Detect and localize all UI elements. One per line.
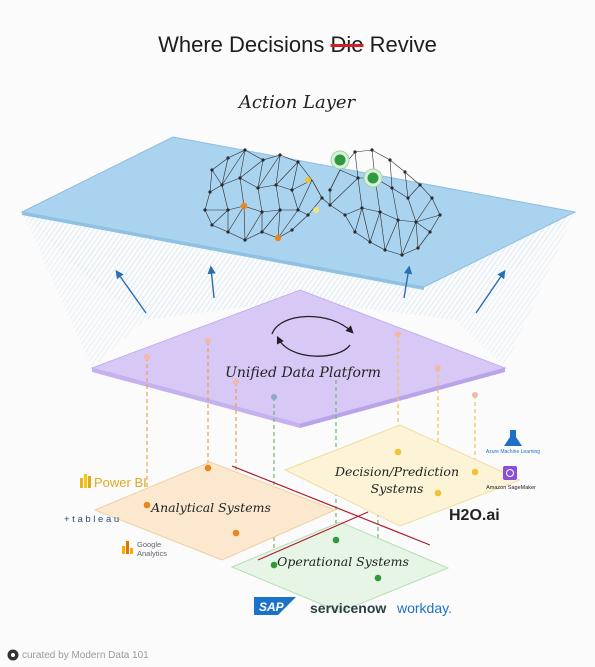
tableau-text: + t a b l e a u [64,514,119,525]
funnel-hatch-lower [22,212,145,368]
sagemaker-logo: Amazon SageMaker [486,466,536,491]
footer-credit: curated by Modern Data 101 [22,650,149,661]
analytical-systems-plane [93,461,337,561]
azure-ml-logo: Azure Machine Learning [486,430,540,455]
funnel-hatch-lower-right [455,212,575,368]
node-green-1 [334,154,346,166]
tableau-logo: + t a b l e a u [64,514,119,525]
connector-dots-top [144,331,478,400]
separator-line-2 [257,511,369,561]
arrow-up-2 [207,265,216,299]
node-orange-1 [240,202,248,210]
decision-systems-label-line1: Decision/Prediction [334,464,459,479]
arrow-up-4 [475,269,506,314]
separator-line-1 [231,465,431,546]
google-analytics-text-2: Analytics [137,549,167,558]
system-dots [143,448,479,582]
operational-systems-plane [230,521,450,613]
network-graph [204,149,441,256]
google-analytics-logo: Google Analytics [122,540,167,558]
title-prefix: Where Decisions [158,32,325,57]
unified-platform-plane-edge [92,368,300,428]
sap-text: SAP [259,600,285,614]
sagemaker-text: Amazon SageMaker [486,485,536,491]
arrow-up-3 [403,265,413,299]
powerbi-text: Power BI [94,475,147,490]
title-suffix: Revive [369,32,437,57]
modern-data-icon [7,649,19,661]
workday-logo: workday. [396,600,452,616]
decision-systems-plane [283,424,522,527]
title-struck-word: Die [330,32,364,57]
node-yellow-1 [305,177,311,183]
analytical-systems-label: Analytical Systems [150,500,271,515]
node-green-2 [367,172,379,184]
azure-ml-text: Azure Machine Learning [486,449,540,455]
node-yellow-2 [313,207,319,213]
unified-platform-label: Unified Data Platform [225,365,381,381]
arrow-up-1 [115,269,147,314]
footer: curated by Modern Data 101 [22,650,149,661]
sap-logo: SAP [254,597,296,615]
servicenow-logo: servicenow [310,600,386,616]
powerbi-logo: Power BI [80,474,147,490]
operational-systems-label: Operational Systems [277,554,409,569]
page-title: Where Decisions Die Revive [0,32,595,58]
decision-systems-label-line2: Systems [371,481,424,496]
node-orange-2 [274,234,282,242]
cycle-arrow-bottom [276,335,351,357]
network-nodes [203,148,442,257]
action-layer-label: Action Layer [237,92,357,113]
action-layer-plane-shadow [22,212,424,290]
google-analytics-text-1: Google [137,540,161,549]
unified-platform-plane-edge-right [300,368,505,428]
h2o-logo: H2O.ai [449,507,500,524]
cycle-arrow-top [271,315,354,335]
